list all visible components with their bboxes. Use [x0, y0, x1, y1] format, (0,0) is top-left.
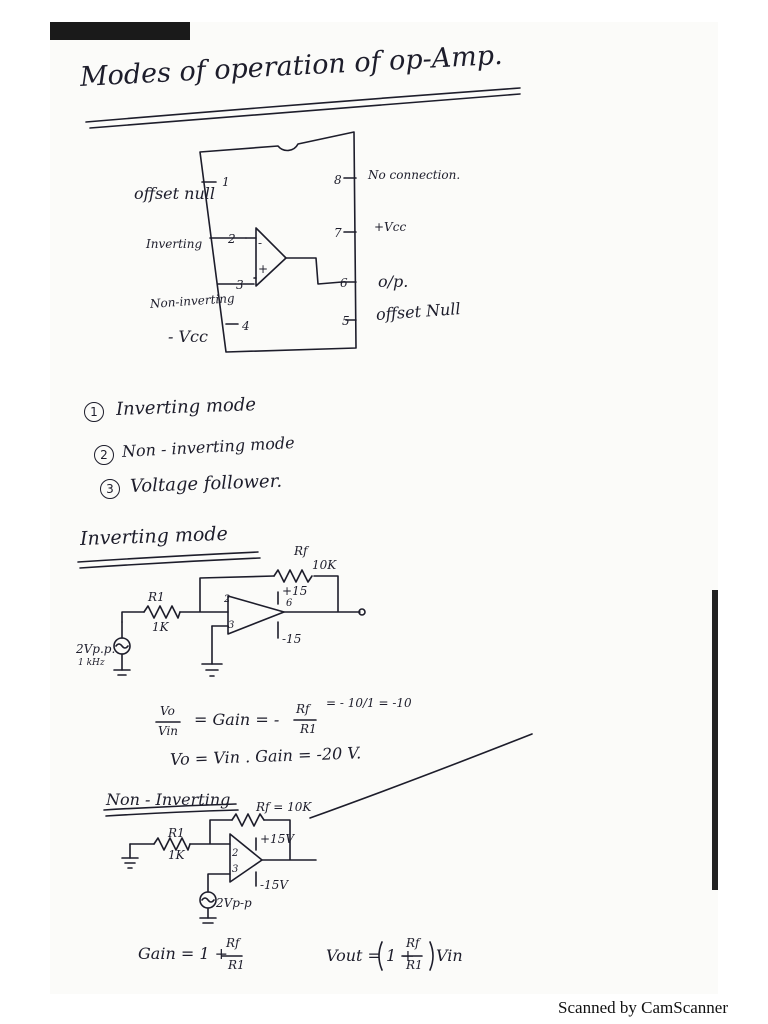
mode-number-3: 3	[100, 479, 120, 499]
inv-source-label: 2Vp.p.	[76, 642, 116, 656]
inv-minus-supply: -15	[282, 632, 302, 646]
noninv-vout-text: Vout =	[326, 946, 381, 965]
inv-rf-value: 10K	[312, 558, 337, 572]
ic-package-outline	[199, 131, 357, 353]
inv-opamp	[227, 595, 285, 635]
inv-pin3: 3	[228, 620, 235, 631]
pin-6: 6	[340, 276, 348, 290]
label-inverting: Inverting	[146, 237, 203, 251]
label-minus-vcc: - Vcc	[168, 327, 208, 346]
opamp-minus-sign: -	[258, 236, 263, 250]
inv-r1-label: R1	[148, 590, 165, 604]
heading-non-inverting: Non - Inverting	[106, 790, 231, 809]
noninv-vout-num: Rf	[406, 936, 420, 950]
mode-number-2: 2	[94, 445, 114, 465]
inv-pin6: 6	[286, 598, 293, 609]
inv-r1-resistor	[143, 605, 181, 619]
label-no-connection: No connection.	[368, 168, 461, 182]
opamp-plus-sign: +	[258, 262, 269, 276]
pin-1: 1	[222, 175, 230, 189]
pin-7: 7	[334, 226, 342, 240]
pin-4: 4	[242, 319, 250, 333]
noninv-source-label: 2Vp-p	[216, 896, 252, 910]
inv-eq-gain: = Gain = -	[194, 710, 280, 729]
noninv-vout-den: R1	[406, 958, 423, 972]
title-underline-2	[89, 93, 521, 129]
inv-rf-label: Rf	[294, 544, 308, 558]
scanner-watermark: Scanned by CamScanner	[558, 998, 728, 1017]
inv-eq-vin: Vin	[158, 724, 179, 738]
title-underline-1	[85, 87, 521, 123]
noninv-gain-text: Gain = 1 +	[138, 944, 228, 963]
noninv-r1-label: R1	[168, 826, 185, 840]
inv-r1-value: 1K	[152, 620, 169, 634]
label-output: o/p.	[378, 272, 409, 291]
noninv-gain-num: Rf	[226, 936, 240, 950]
inv-circuit-wires	[121, 575, 361, 623]
noninv-plus-supply: +15V	[260, 832, 294, 846]
noninv-vout-tail: Vin	[436, 946, 463, 965]
handwritten-drawings	[77, 87, 533, 971]
inv-plus-supply: +15	[282, 584, 308, 598]
inv-source-freq: 1 kHz	[78, 658, 105, 668]
inv-eq-r1: R1	[300, 722, 317, 736]
inv-eq-result: = - 10/1 = -10	[326, 696, 412, 710]
inv-pin2: 2	[224, 594, 231, 605]
label-plus-vcc: +Vcc	[374, 220, 407, 234]
label-offset-null: offset null	[134, 184, 216, 203]
noninv-opamp	[229, 833, 263, 883]
noninv-r1-resistor	[153, 837, 191, 851]
ic-opamp-symbol	[255, 227, 287, 287]
pin-5: 5	[342, 314, 350, 328]
noninv-r1-value: 1K	[168, 848, 185, 862]
pin-8: 8	[334, 173, 342, 187]
noninv-rf-resistor	[231, 813, 265, 827]
pin-2: 2	[228, 232, 236, 246]
notebook-page: Modes of operation of op-Amp. offset nul…	[50, 22, 718, 994]
inv-eq-vo: Vo	[160, 704, 175, 718]
scan-edge-top	[50, 22, 190, 40]
noninv-minus-supply: -15V	[260, 878, 288, 892]
noninv-rf-label: Rf = 10K	[256, 800, 312, 814]
mode-number-1: 1	[84, 402, 104, 422]
noninv-pin2: 2	[232, 848, 239, 859]
noninv-circuit-wires	[129, 819, 317, 861]
pin-3: 3	[236, 278, 244, 292]
inv-eq-rf: Rf	[296, 702, 310, 716]
stray-pen-line	[309, 733, 533, 819]
noninv-pin3: 3	[232, 864, 239, 875]
inv-rf-resistor	[273, 569, 313, 583]
scan-edge-right	[712, 590, 718, 890]
noninv-gain-den: R1	[228, 958, 245, 972]
noninv-vout-inner: 1 +	[386, 946, 415, 965]
